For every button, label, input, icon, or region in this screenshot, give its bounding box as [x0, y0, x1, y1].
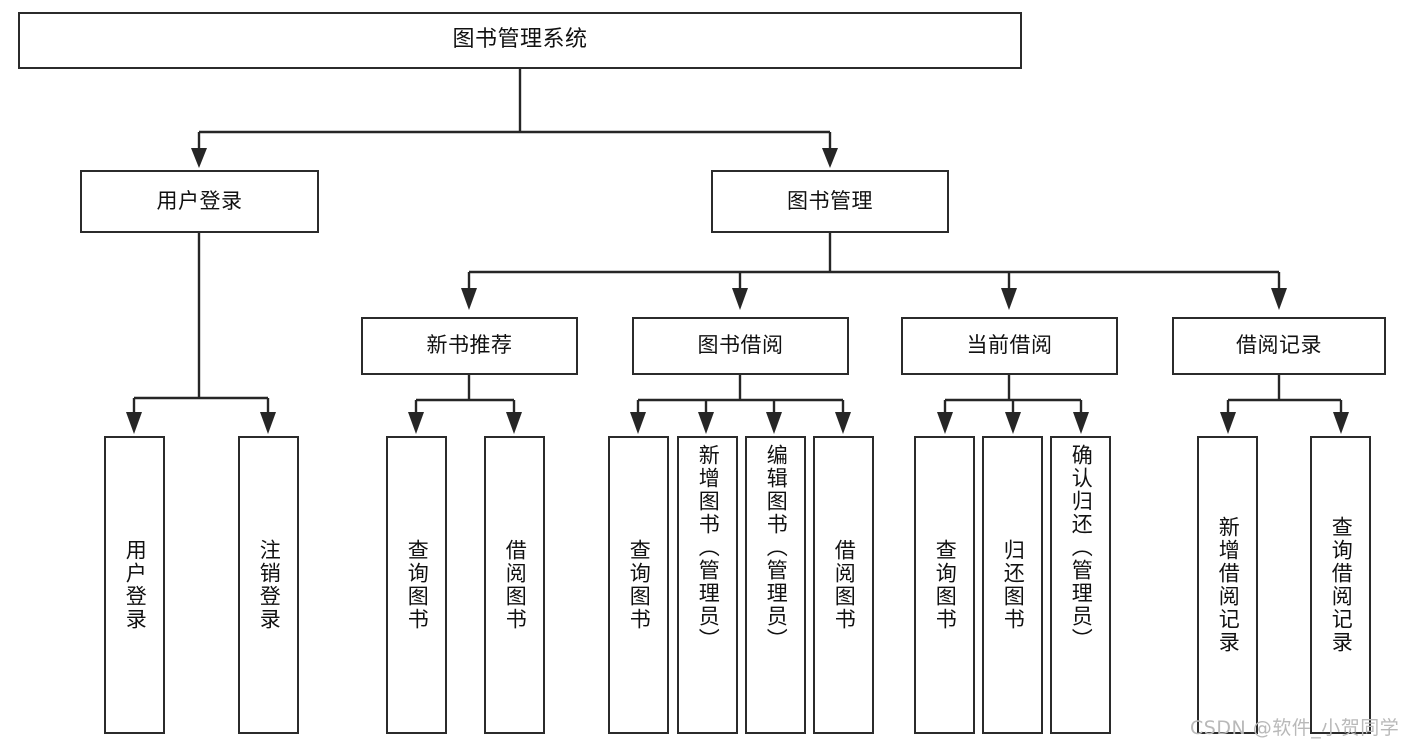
- edge-currentborrow-to-leaves: [937, 375, 1089, 434]
- edge-userlogin-to-leaves: [126, 233, 276, 434]
- csdn-watermark: CSDN @软件_小贺同学: [1190, 717, 1400, 739]
- edge-borrowrecord-to-leaves: [1220, 375, 1349, 434]
- leaf-current-borrow-query[interactable]: 查询图书: [914, 436, 975, 734]
- edge-newbook-to-leaves: [408, 375, 522, 434]
- leaf-borrow-record-add[interactable]: 新增借阅记录: [1197, 436, 1258, 734]
- node-book-management[interactable]: 图书管理: [711, 170, 949, 233]
- node-book-borrow[interactable]: 图书借阅: [632, 317, 849, 375]
- node-borrow-record[interactable]: 借阅记录: [1172, 317, 1386, 375]
- leaf-book-borrow-lend[interactable]: 借阅图书: [813, 436, 874, 734]
- leaf-current-borrow-return[interactable]: 归还图书: [982, 436, 1043, 734]
- leaf-new-book-borrow[interactable]: 借阅图书: [484, 436, 545, 734]
- leaf-book-borrow-edit[interactable]: 编辑图书（管理员）: [745, 436, 806, 734]
- leaf-user-login-signin[interactable]: 用户登录: [104, 436, 165, 734]
- node-root-library-system[interactable]: 图书管理系统: [18, 12, 1022, 69]
- leaf-book-borrow-query[interactable]: 查询图书: [608, 436, 669, 734]
- edge-bookmgmt-to-level3: [461, 233, 1287, 310]
- leaf-borrow-record-query[interactable]: 查询借阅记录: [1310, 436, 1371, 734]
- node-current-borrow[interactable]: 当前借阅: [901, 317, 1118, 375]
- edge-bookborrow-to-leaves: [630, 375, 851, 434]
- node-user-login[interactable]: 用户登录: [80, 170, 319, 233]
- node-new-book-recommend[interactable]: 新书推荐: [361, 317, 578, 375]
- leaf-current-borrow-confirm-return[interactable]: 确认归还（管理员）: [1050, 436, 1111, 734]
- leaf-book-borrow-add[interactable]: 新增图书（管理员）: [677, 436, 738, 734]
- leaf-new-book-query[interactable]: 查询图书: [386, 436, 447, 734]
- leaf-user-login-signout[interactable]: 注销登录: [238, 436, 299, 734]
- edge-root-to-level2: [191, 69, 838, 168]
